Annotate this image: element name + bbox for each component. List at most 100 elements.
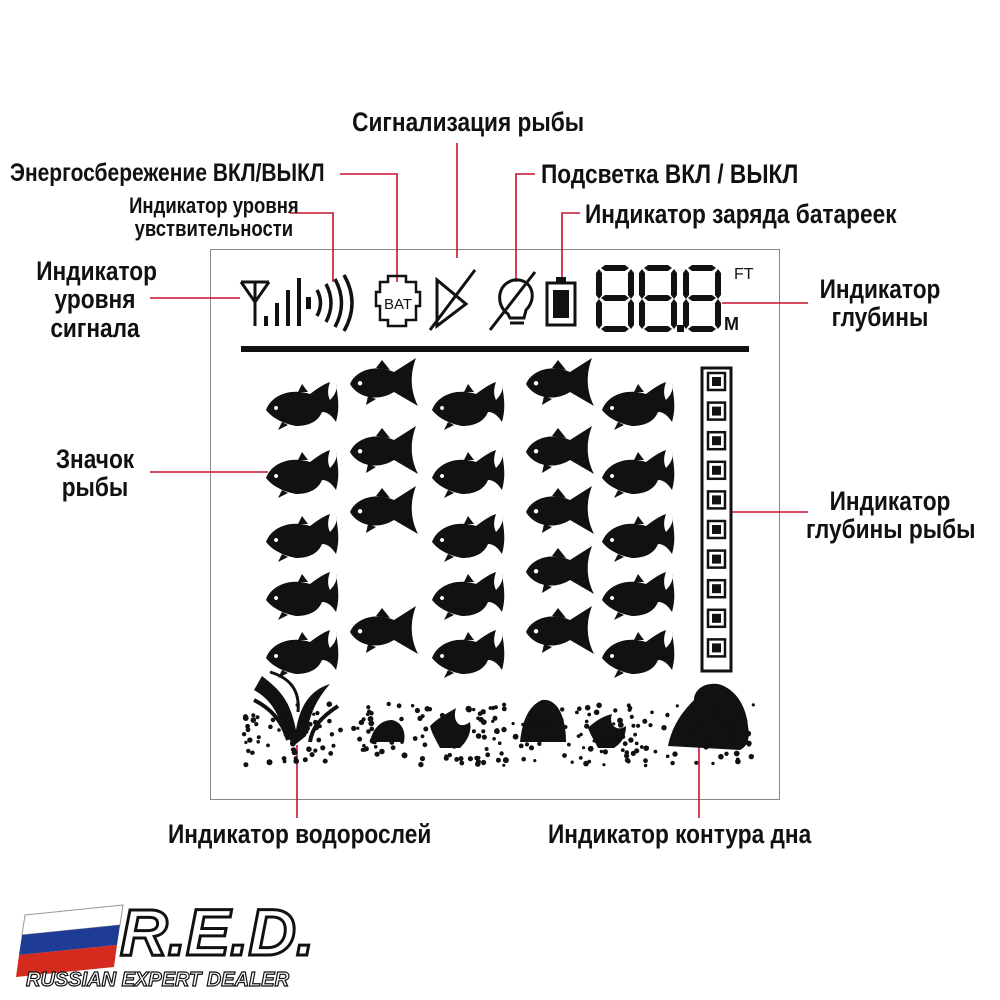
bottom-dot	[247, 737, 253, 743]
bottom-dot	[289, 740, 296, 747]
bottom-dot	[244, 740, 248, 745]
bottom-dot	[600, 735, 606, 742]
bottom-dot	[293, 758, 300, 764]
bottom-dot	[368, 720, 375, 727]
bottom-dot	[593, 709, 600, 716]
bottom-dot	[266, 743, 270, 748]
bottom-dot	[279, 701, 285, 707]
bottom-dot	[471, 729, 476, 734]
fish-icon	[350, 426, 418, 474]
fish-icon	[526, 486, 594, 534]
bottom-dot	[399, 716, 404, 722]
bottom-dot	[360, 747, 365, 752]
seaweed-icon	[253, 670, 626, 748]
bottom-dot	[315, 711, 320, 716]
fish-grid	[266, 358, 675, 678]
bottom-dot	[613, 708, 618, 713]
bottom-dot	[587, 712, 592, 717]
bottom-dot	[629, 714, 634, 720]
bottom-dot	[488, 706, 493, 710]
bottom-dot	[602, 749, 609, 755]
bottom-dot	[484, 747, 489, 751]
bottom-dot	[270, 717, 276, 723]
logo: R.E.D. RUSSIAN EXPERT DEALER	[16, 894, 316, 992]
bottom-dot	[711, 712, 716, 717]
bottom-dot	[331, 743, 336, 748]
bottom-dot	[465, 705, 472, 712]
bottom-dot	[563, 725, 568, 729]
bottom-dot	[374, 751, 380, 757]
label-fish-alarm: Сигнализация рыбы	[352, 107, 585, 137]
bottom-dot	[480, 719, 487, 725]
bottom-dot	[419, 756, 426, 762]
bottom-dot	[422, 742, 428, 748]
bottom-dot	[650, 710, 654, 715]
depth-cell	[706, 490, 727, 510]
bottom-dot	[366, 729, 371, 734]
bottom-dot	[672, 751, 678, 757]
fish-icon	[602, 514, 675, 562]
bottom-dot	[745, 730, 752, 737]
bottom-dot	[286, 715, 290, 719]
bottom-dot	[427, 707, 433, 712]
bottom-dot	[694, 760, 699, 765]
bottom-dot	[524, 742, 530, 747]
bottom-dot	[648, 723, 653, 728]
bottom-dot	[716, 703, 722, 709]
bottom-dot	[268, 724, 273, 730]
bottom-dot	[418, 761, 424, 768]
bottom-dot	[254, 722, 259, 727]
antenna-icon	[239, 280, 271, 326]
bottom-dot	[532, 720, 537, 724]
bottom-dot	[715, 740, 722, 747]
bottom-dot	[382, 723, 387, 728]
bottom-dot	[451, 720, 458, 727]
fish-depth-column	[700, 366, 733, 673]
decimal-point	[677, 325, 684, 332]
bottom-dot	[313, 719, 318, 725]
bottom-dot	[289, 733, 293, 737]
bottom-dot	[451, 743, 457, 749]
bottom-dot	[634, 741, 639, 746]
bottom-dot	[555, 735, 559, 740]
bottom-dot	[357, 736, 363, 742]
bottom-dot	[502, 757, 509, 764]
bottom-dot	[400, 740, 404, 744]
bottom-dot	[326, 701, 333, 707]
bottom-dot	[313, 724, 320, 731]
bat-label: BAT	[384, 296, 412, 313]
fish-icon	[266, 450, 339, 498]
bottom-contour-dots	[241, 701, 755, 768]
bottom-dot	[748, 753, 754, 760]
bottom-dot	[577, 706, 582, 711]
bottom-dot	[242, 715, 249, 721]
fish-icon	[432, 572, 505, 620]
fish-icon	[526, 546, 594, 594]
bottom-dot	[540, 709, 546, 715]
bottom-dot	[617, 722, 624, 728]
bottom-dot	[726, 702, 731, 707]
depth-cell-fill	[712, 465, 721, 475]
bottom-dot	[288, 729, 293, 734]
depth-cell	[706, 519, 727, 540]
bottom-dot	[362, 743, 366, 748]
unit-ft: FT	[734, 266, 754, 283]
bottom-dot	[363, 746, 369, 752]
bottom-dot	[661, 725, 667, 731]
bottom-dot	[255, 715, 260, 720]
bottom-dot	[338, 727, 343, 733]
bottom-dot	[495, 757, 501, 763]
bottom-dot	[497, 741, 502, 745]
bottom-dot	[737, 706, 743, 712]
bottom-dot	[527, 719, 533, 725]
bottom-dot	[492, 737, 496, 741]
bottom-dot	[476, 716, 480, 721]
bottom-dot	[624, 753, 630, 759]
bottom-dot	[309, 752, 315, 758]
depth-cell-fill	[712, 613, 721, 623]
bottom-dot	[624, 757, 631, 763]
bottom-dot	[287, 724, 292, 728]
bottom-dot	[610, 737, 617, 744]
bottom-dot	[747, 743, 751, 747]
